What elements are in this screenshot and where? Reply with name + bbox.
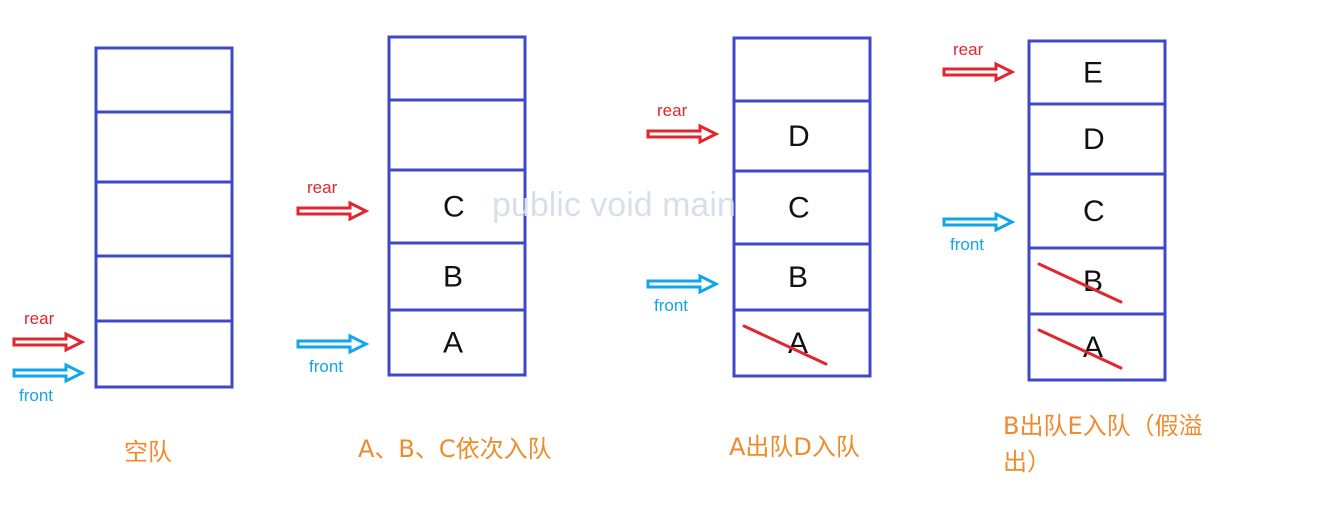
- queue-cell-label: B: [443, 261, 463, 294]
- rear-label: rear: [953, 40, 984, 59]
- queue-cell: [94, 319, 234, 389]
- queue-cell: [94, 46, 234, 114]
- panel-caption: A、B、C依次入队: [358, 435, 552, 463]
- queue-cell-box: [387, 308, 527, 377]
- strike-through-mark: [742, 324, 828, 366]
- front-label: front: [654, 296, 688, 315]
- rear-arrow-icon: [646, 123, 720, 145]
- rear-arrow-icon: [296, 200, 370, 222]
- rear-arrow-icon: [12, 331, 86, 353]
- strike-through-mark: [1037, 328, 1123, 370]
- watermark-text: public void main: [492, 186, 736, 224]
- queue-cell-label: C: [1083, 195, 1105, 228]
- strike-through-mark: [1037, 262, 1123, 304]
- queue-cell-label: A: [443, 327, 463, 360]
- panel-caption: B出队E入队（假溢出）: [1003, 412, 1203, 476]
- rear-label: rear: [657, 101, 688, 120]
- front-arrow-icon: [646, 273, 720, 295]
- rear-label: rear: [307, 178, 338, 197]
- front-arrow-icon: [12, 362, 86, 384]
- queue-cell-box: [387, 35, 527, 102]
- panel-caption: 空队: [124, 438, 172, 466]
- rear-label: rear: [24, 309, 55, 328]
- queue-panel-1: rear front: [12, 46, 234, 405]
- queue-cell: A: [1027, 312, 1167, 382]
- queue-cell: B: [387, 241, 527, 312]
- queue-cell: C: [1027, 172, 1167, 250]
- queue-cell: [94, 254, 234, 323]
- queue-cell: D: [1027, 102, 1167, 176]
- front-label: front: [309, 357, 343, 376]
- front-arrow-icon: [296, 333, 370, 355]
- queue-cell-box: [94, 180, 234, 258]
- queue-cell: [94, 180, 234, 258]
- queue-cell-label: C: [443, 191, 465, 224]
- queue-cell-label: E: [1083, 57, 1103, 90]
- queue-cell: C: [732, 169, 872, 246]
- queue-cell-box: [94, 319, 234, 389]
- front-label: front: [950, 235, 984, 254]
- queue-cell: A: [387, 308, 527, 377]
- queue-cell-box: [387, 98, 527, 172]
- queue-cell-box: [732, 36, 872, 103]
- queue-cell-label: C: [788, 192, 810, 225]
- queue-cell: [387, 35, 527, 102]
- queue-cell: B: [732, 242, 872, 312]
- queue-cell: [732, 36, 872, 103]
- queue-cell-box: [94, 46, 234, 114]
- queue-cell-label: D: [788, 120, 810, 153]
- queue-cell-label: B: [788, 261, 808, 294]
- rear-arrow-icon: [942, 61, 1016, 83]
- front-label: front: [19, 386, 53, 405]
- panel-caption: A出队D入队: [729, 433, 860, 461]
- front-arrow-icon: [942, 211, 1016, 233]
- queue-cell-box: [732, 308, 872, 378]
- queue-cell: E: [1027, 39, 1167, 106]
- queue-cell: D: [732, 99, 872, 173]
- queue-cell: [94, 110, 234, 184]
- queue-cell: B: [1027, 246, 1167, 316]
- queue-cell: A: [732, 308, 872, 378]
- queue-cell-label: D: [1083, 123, 1105, 156]
- queue-cell: [387, 98, 527, 172]
- queue-cell-box: [1027, 312, 1167, 382]
- queue-cell-box: [94, 110, 234, 184]
- queue-cell-box: [94, 254, 234, 323]
